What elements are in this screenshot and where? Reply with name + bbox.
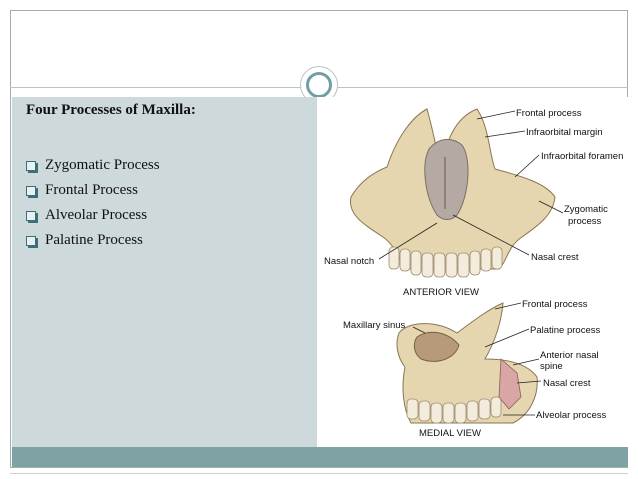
slide-title: Four Processes of Maxilla: (26, 102, 196, 118)
anterior-view-illustration (349, 108, 564, 278)
label-nasal-notch: Nasal notch (324, 256, 374, 267)
text-panel (12, 97, 317, 447)
decorative-ring-icon (306, 72, 332, 98)
bullet-item: Zygomatic Process (26, 153, 160, 178)
maxilla-figure: Frontal process Infraorbital margin Infr… (324, 108, 623, 439)
label-maxillary-sinus: Maxillary sinus (343, 320, 406, 331)
checkbox-bullet-icon (26, 210, 36, 221)
bullet-item: Palatine Process (26, 228, 160, 253)
label-infraorbital-margin: Infraorbital margin (526, 127, 603, 138)
bullet-item: Frontal Process (26, 178, 160, 203)
label-alveolar-process: Alveolar process (536, 410, 606, 421)
footer-line (10, 473, 628, 474)
bullet-list: Zygomatic Process Frontal Process Alveol… (26, 153, 160, 253)
medial-view-illustration (396, 302, 542, 424)
label-nasal-crest-medial: Nasal crest (543, 378, 591, 389)
label-anterior-nasal-spine: spine (540, 361, 563, 372)
figure-panel: Frontal process Infraorbital margin Infr… (317, 97, 628, 447)
label-zygomatic: Zygomatic (564, 204, 608, 215)
bullet-text: Frontal Process (45, 182, 138, 198)
checkbox-bullet-icon (26, 185, 36, 196)
caption-medial-view: MEDIAL VIEW (419, 428, 481, 439)
label-nasal-crest: Nasal crest (531, 252, 579, 263)
bullet-item: Alveolar Process (26, 203, 160, 228)
label-infraorbital-foramen: Infraorbital foramen (541, 151, 623, 162)
label-frontal-process-medial: Frontal process (522, 299, 588, 310)
label-frontal-process: Frontal process (516, 108, 582, 119)
footer-band (12, 447, 628, 467)
label-zygomatic-process: process (568, 216, 602, 227)
checkbox-bullet-icon (26, 160, 36, 171)
bullet-text: Zygomatic Process (45, 157, 160, 173)
caption-anterior-view: ANTERIOR VIEW (403, 287, 479, 298)
bullet-text: Alveolar Process (45, 207, 148, 223)
bullet-text: Palatine Process (45, 232, 143, 248)
label-palatine-process: Palatine process (530, 325, 600, 336)
label-anterior-nasal: Anterior nasal (540, 350, 599, 361)
checkbox-bullet-icon (26, 235, 36, 246)
